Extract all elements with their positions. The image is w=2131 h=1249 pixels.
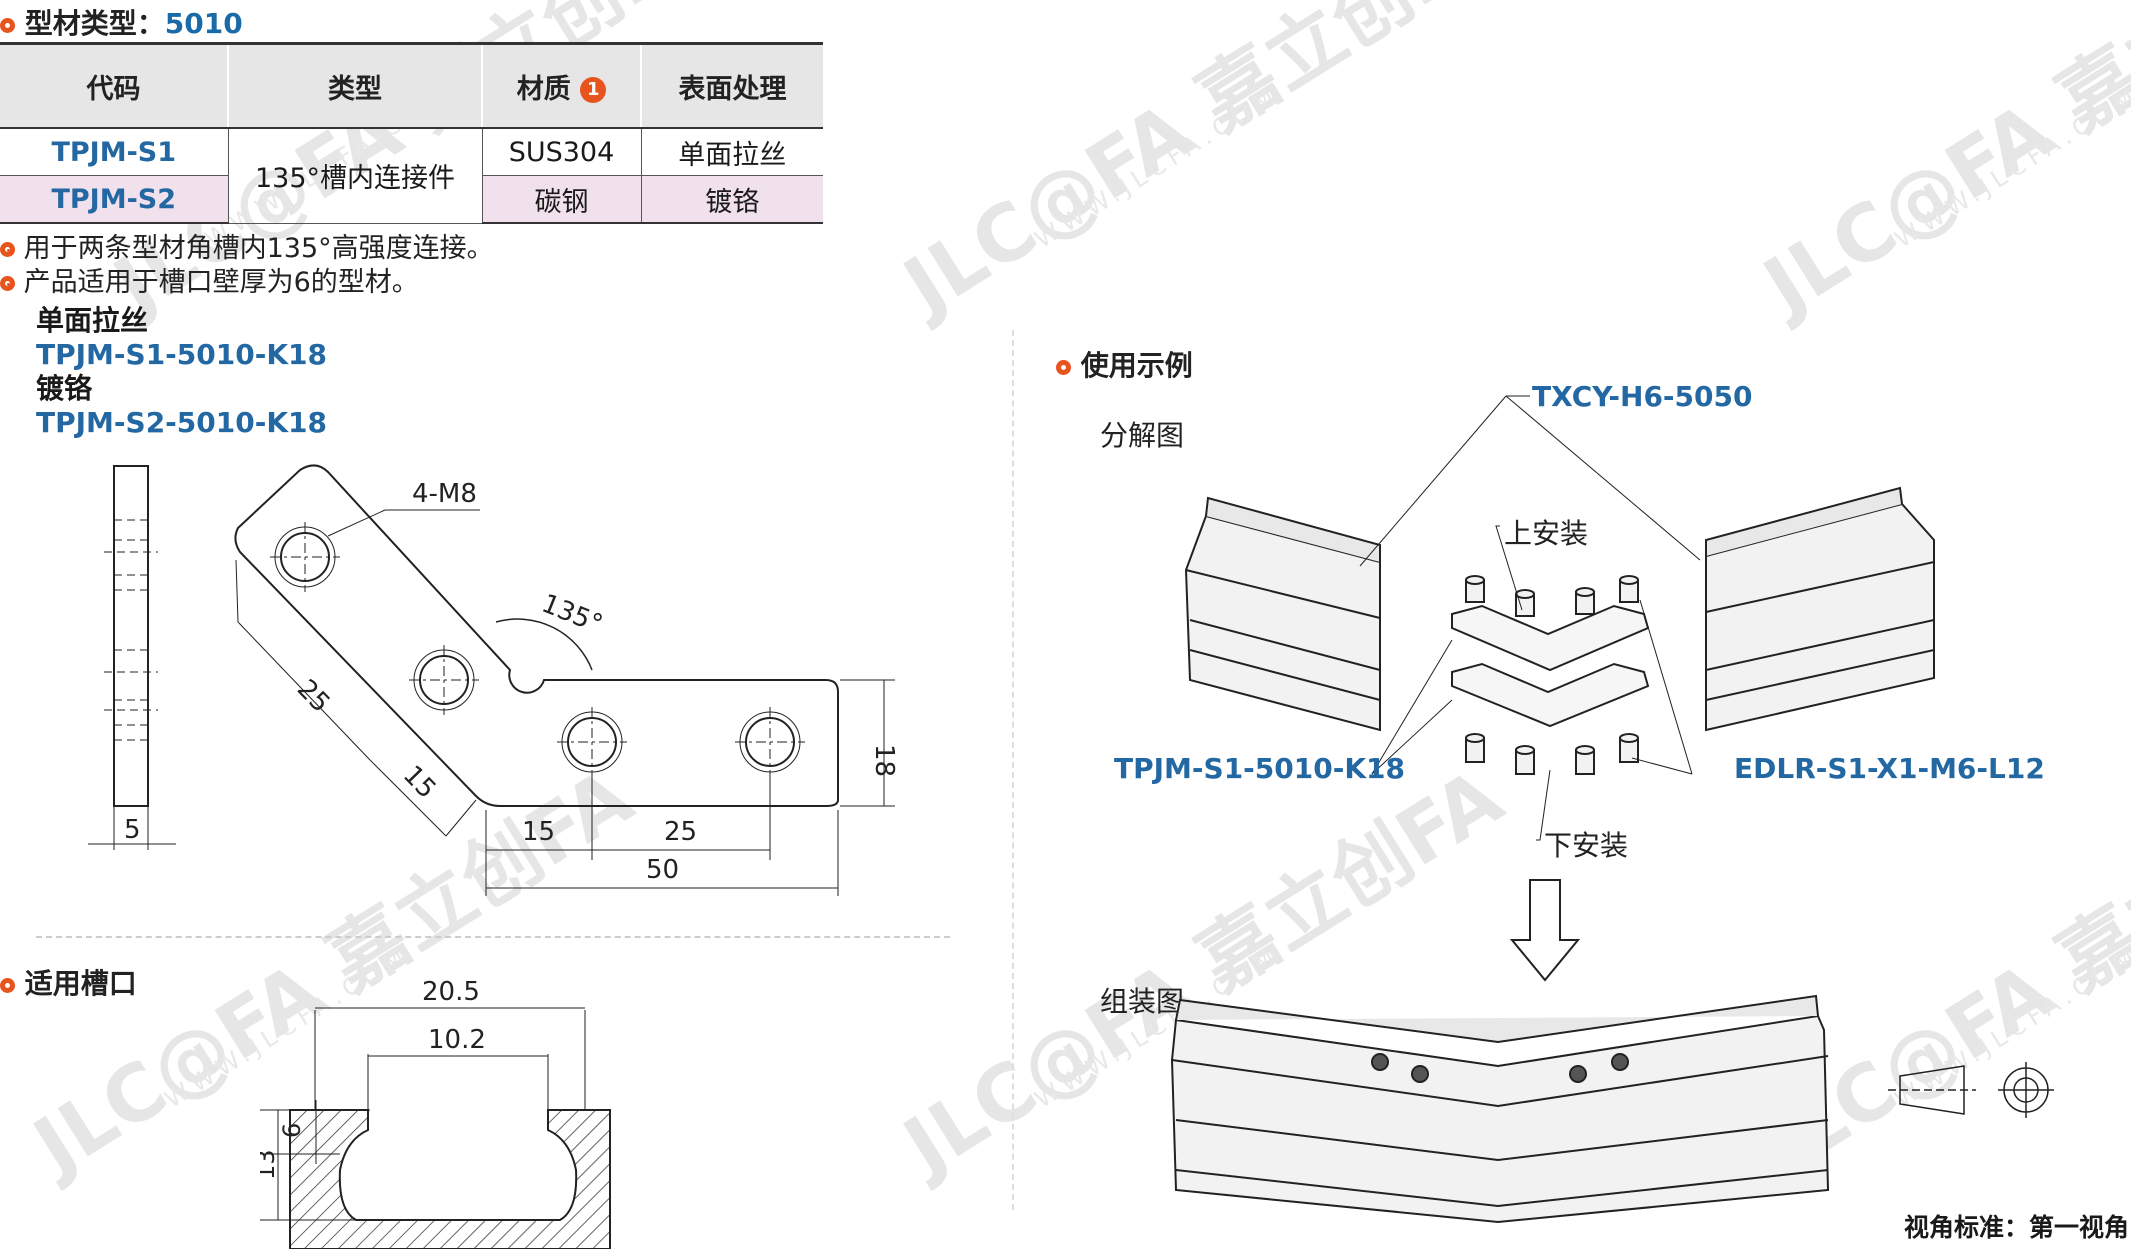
- callout-screw: EDLR-S1-X1-M6-L12: [1734, 752, 2045, 785]
- dim-height: 18: [869, 744, 899, 777]
- assembled-view-label: 组装图: [1100, 985, 1185, 1018]
- circle-bullet-icon: [0, 17, 15, 33]
- table-row: TPJM-S2 碳钢 镀铬: [0, 175, 823, 224]
- dim-overall: 50: [646, 855, 679, 885]
- profile-type-header: 型材类型：5010: [0, 2, 243, 42]
- exploded-assembly-drawing: [1170, 395, 2054, 1224]
- slot-width-outer: 20.5: [422, 977, 480, 1007]
- assembled-view: [1170, 994, 1830, 1224]
- watermark: JLC@FA 嘉立创FA: [889, 0, 1518, 332]
- cell-material: 碳钢: [482, 175, 642, 224]
- cell-surface: 镀铬: [641, 175, 823, 224]
- profile-right: [1705, 502, 1935, 732]
- order-label: 单面拉丝: [36, 304, 149, 337]
- usage-section-title: 使用示例: [1056, 344, 1193, 384]
- bracket-lower: [1451, 662, 1650, 728]
- angle-label: 135°: [537, 589, 606, 640]
- screw: [1619, 733, 1639, 763]
- cell-code: TPJM-S1: [0, 128, 229, 176]
- screw: [1515, 745, 1535, 775]
- note-2-text: 产品适用于槽口壁厚为6的型材。: [23, 267, 419, 298]
- col-code: 代码: [0, 42, 229, 129]
- first-angle-projection-icon: [1888, 1062, 2054, 1118]
- divider: [1012, 330, 1014, 1210]
- cell-material: SUS304: [482, 128, 642, 176]
- slot-depth: 6: [278, 1123, 306, 1138]
- table-row: TPJM-S1 135°槽内连接件 SUS304 单面拉丝: [0, 128, 823, 224]
- dim-thickness: 5: [124, 815, 141, 845]
- slot-profile: [289, 1109, 611, 1249]
- dim-arm-pitch: 25: [291, 674, 336, 719]
- slot-width-inner: 10.2: [428, 1025, 486, 1055]
- order-codes: 单面拉丝 TPJM-S1-5010-K18 镀铬 TPJM-S2-5010-K1…: [36, 304, 327, 440]
- order-label: 镀铬: [36, 372, 93, 405]
- screw: [1465, 733, 1485, 763]
- note-2: 产品适用于槽口壁厚为6的型材。: [0, 260, 419, 299]
- bracket-outline: [234, 464, 839, 807]
- slot-drawing: 20.5 10.2 6 13: [260, 977, 611, 1249]
- arrow-down-icon: [1509, 879, 1581, 982]
- screw: [1465, 575, 1485, 603]
- dim-bottom-25: 25: [664, 817, 697, 847]
- screw: [1575, 745, 1595, 775]
- note-badge: 1: [580, 77, 607, 103]
- exploded-view-label: 分解图: [1100, 419, 1185, 452]
- watermark: JLC@FA 嘉立创FA: [1749, 0, 2131, 332]
- col-material-label: 材质: [516, 73, 571, 105]
- callout-upper-mount: 上安装: [1504, 517, 1589, 550]
- col-type: 类型: [228, 42, 483, 129]
- callout-profile: TXCY-H6-5050: [1532, 380, 1753, 413]
- dim-arm-end: 15: [397, 760, 442, 805]
- screw: [1515, 589, 1535, 617]
- screw: [1619, 575, 1639, 603]
- col-material: 材质 1: [482, 42, 642, 129]
- profile-type-value: 5010: [164, 7, 243, 40]
- col-surface: 表面处理: [641, 42, 823, 129]
- circle-bullet-icon: [1056, 359, 1071, 375]
- cell-code: TPJM-S2: [0, 175, 229, 224]
- spec-table: 代码 类型 材质 1 表面处理 TPJM-S1 135°槽内连接件 SUS304…: [0, 42, 823, 224]
- callout-lower-mount: 下安装: [1544, 829, 1629, 862]
- circle-bullet-icon: [0, 242, 15, 257]
- divider: [36, 936, 950, 938]
- table-header-row: 代码 类型 材质 1 表面处理: [0, 42, 823, 129]
- order-code: TPJM-S2-5010-K18: [36, 406, 328, 439]
- hole-callout: 4-M8: [412, 479, 477, 509]
- view-standard-label: 视角标准：第一视角: [1904, 1213, 2130, 1242]
- bracket-side-view: [113, 465, 149, 807]
- slot-height: 13: [260, 1149, 280, 1180]
- order-code: TPJM-S1-5010-K18: [36, 338, 328, 371]
- slot-section-title: 适用槽口: [0, 962, 137, 1002]
- circle-bullet-icon: [0, 276, 15, 291]
- callout-part: TPJM-S1-5010-K18: [1114, 752, 1406, 785]
- cell-surface: 单面拉丝: [641, 128, 823, 176]
- note-1-text: 用于两条型材角槽内135°高强度连接。: [23, 233, 494, 264]
- circle-bullet-icon: [0, 977, 15, 993]
- dim-bottom-15: 15: [522, 817, 555, 847]
- bracket-upper: [1451, 604, 1650, 672]
- profile-type-label: 型材类型：: [24, 7, 165, 40]
- slot-title-text: 适用槽口: [24, 967, 137, 1000]
- note-1: 用于两条型材角槽内135°高强度连接。: [0, 226, 494, 265]
- bracket-drawing: 5 4-M8 135° 25 15 15 25 50 18: [88, 464, 899, 896]
- cell-type: 135°槽内连接件: [228, 128, 483, 224]
- screw: [1575, 587, 1595, 615]
- usage-title-text: 使用示例: [1080, 349, 1193, 382]
